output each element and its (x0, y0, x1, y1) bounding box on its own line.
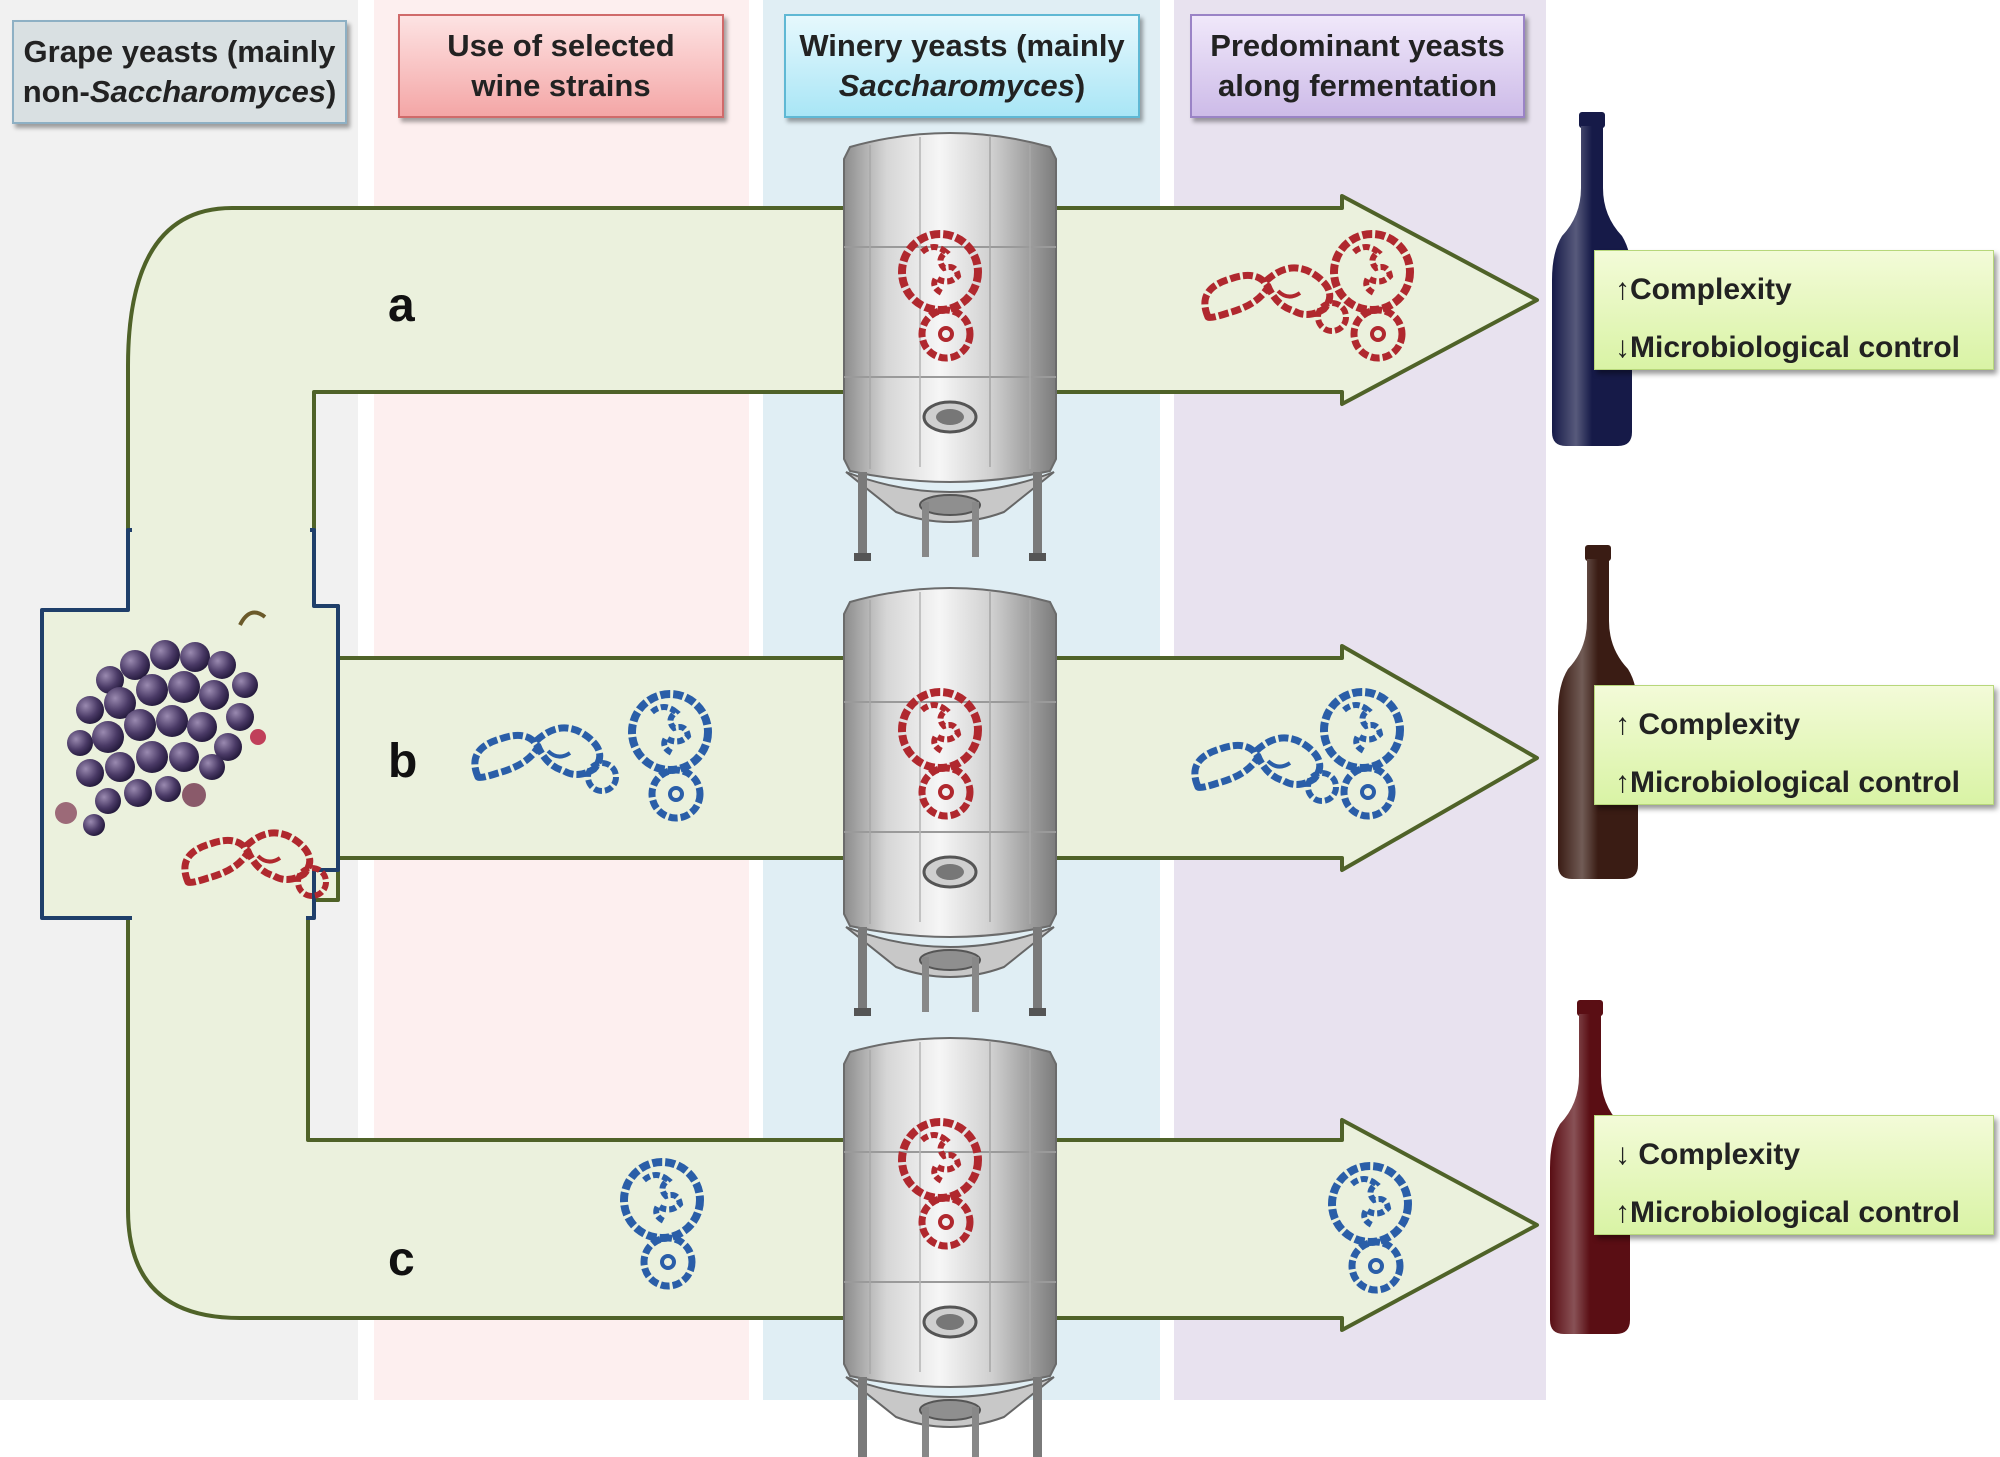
header-predominant-yeasts: Predominant yeasts along fermentation (1190, 14, 1525, 118)
result-box-b: ↑ Complexity ↑Microbiological control (1594, 685, 1994, 805)
result-b-complexity: ↑ Complexity (1615, 708, 1801, 741)
header-predominant-yeasts-line1: Predominant yeasts (1210, 28, 1505, 63)
header-winery-yeasts-line2: Saccharomyces) (838, 68, 1086, 103)
header-selected-strains: Use of selected wine strains (398, 14, 724, 118)
fermentation-tank-icon-b (842, 586, 1058, 1018)
header-selected-strains-line2: wine strains (471, 68, 651, 103)
result-c-complexity: ↓ Complexity (1615, 1138, 1801, 1171)
header-winery-yeasts: Winery yeasts (mainly Saccharomyces) (784, 14, 1140, 118)
header-grape-yeasts-line1: Grape yeasts (mainly (23, 34, 336, 69)
header-selected-strains-line1: Use of selected (447, 28, 675, 63)
result-c-microbiological-control: ↑Microbiological control (1615, 1196, 1961, 1229)
header-predominant-yeasts-line2: along fermentation (1217, 68, 1497, 103)
grape-bunch-icon (55, 610, 267, 836)
result-box-c: ↓ Complexity ↑Microbiological control (1594, 1115, 1994, 1235)
row-label-c: c (388, 1233, 415, 1286)
result-b-microbiological-control: ↑Microbiological control (1615, 766, 1961, 799)
header-grape-yeasts-line2: non-Saccharomyces) (22, 74, 337, 109)
flow-arrow-c (126, 898, 1539, 1332)
result-box-a: ↑Complexity ↓Microbiological control (1594, 250, 1994, 370)
result-a-complexity: ↑Complexity (1615, 273, 1792, 306)
fermentation-tank-icon-a (842, 131, 1058, 563)
result-a-microbiological-control: ↓Microbiological control (1615, 331, 1961, 364)
row-label-b: b (388, 735, 418, 788)
header-grape-yeasts: Grape yeasts (mainly non-Saccharomyces) (12, 20, 347, 124)
row-label-a: a (388, 279, 415, 332)
fermentation-tank-icon-c (842, 1036, 1058, 1457)
header-winery-yeasts-line1: Winery yeasts (mainly (799, 28, 1125, 63)
